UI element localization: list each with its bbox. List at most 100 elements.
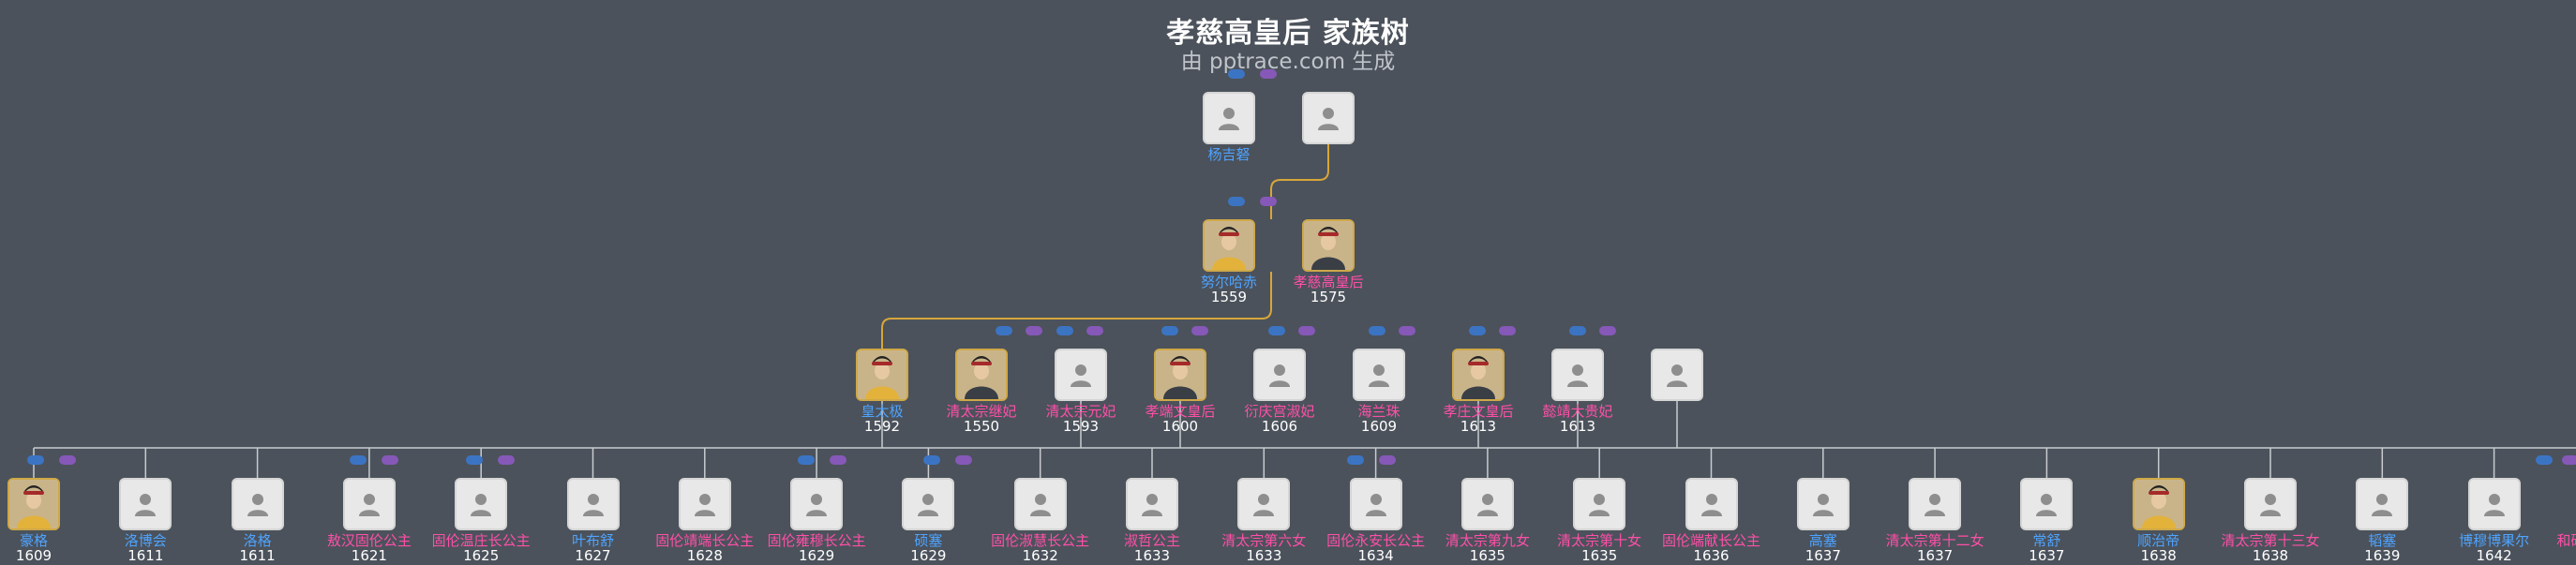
person-name[interactable]: 固伦淑慧长公主 <box>991 532 1090 549</box>
person-name[interactable]: 清太宗继妃 <box>946 403 1017 420</box>
expand-ancestors-button[interactable] <box>27 455 44 465</box>
person-name[interactable]: 清太宗元妃 <box>1045 403 1116 420</box>
expand-ancestors-button[interactable] <box>1569 326 1586 335</box>
expand-descendants-button[interactable] <box>1191 326 1208 335</box>
expand-ancestors-button[interactable] <box>798 455 815 465</box>
person-placeholder-icon[interactable] <box>1253 349 1306 401</box>
person-placeholder-icon[interactable] <box>1573 478 1626 530</box>
person-name[interactable]: 固伦永安长公主 <box>1326 532 1426 549</box>
person-name[interactable]: 洛格 <box>243 532 272 549</box>
person-placeholder-icon[interactable] <box>119 478 172 530</box>
expand-descendants-button[interactable] <box>1379 455 1396 465</box>
person-name[interactable]: 孝端文皇后 <box>1145 403 1216 420</box>
person-node-unknown_wife[interactable] <box>1623 349 1731 401</box>
expand-descendants-button[interactable] <box>382 455 398 465</box>
person-placeholder-icon[interactable] <box>1796 478 1850 530</box>
person-name[interactable]: 常舒 <box>2032 532 2061 549</box>
expand-ancestors-button[interactable] <box>1268 326 1285 335</box>
person-name[interactable]: 顺治帝 <box>2137 532 2180 549</box>
person-name[interactable]: 孝庄文皇后 <box>1443 403 1514 420</box>
expand-ancestors-button[interactable] <box>1056 326 1073 335</box>
expand-descendants-button[interactable] <box>1086 326 1103 335</box>
person-placeholder-icon[interactable] <box>1055 349 1107 401</box>
person-placeholder-icon[interactable] <box>1460 478 1514 530</box>
person-node-yangjinu[interactable]: 杨吉砮 <box>1175 92 1283 162</box>
person-name[interactable]: 硕塞 <box>914 532 943 549</box>
person-placeholder-icon[interactable] <box>1651 349 1703 401</box>
person-name[interactable]: 高塞 <box>1808 532 1837 549</box>
person-name[interactable]: 敖汉固伦公主 <box>326 532 412 549</box>
person-placeholder-icon[interactable] <box>1013 478 1067 530</box>
person-name[interactable]: 和硕恪纯长公主 <box>2556 532 2576 549</box>
expand-descendants-button[interactable] <box>1599 326 1616 335</box>
expand-descendants-button[interactable] <box>1298 326 1315 335</box>
person-name[interactable]: 清太宗第十三女 <box>2221 532 2320 549</box>
person-name[interactable]: 清太宗第十二女 <box>1885 532 1984 549</box>
person-placeholder-icon[interactable] <box>1302 92 1355 144</box>
expand-descendants-button[interactable] <box>830 455 846 465</box>
person-name[interactable]: 杨吉砮 <box>1207 146 1251 163</box>
person-name[interactable]: 固伦温庄长公主 <box>431 532 531 549</box>
portrait-photo[interactable] <box>856 349 908 401</box>
person-name[interactable]: 博穆博果尔 <box>2459 532 2530 549</box>
person-placeholder-icon[interactable] <box>1353 349 1405 401</box>
person-name[interactable]: 淑哲公主 <box>1123 532 1180 549</box>
expand-ancestors-button[interactable] <box>466 455 483 465</box>
person-placeholder-icon[interactable] <box>1551 349 1604 401</box>
person-placeholder-icon[interactable] <box>678 478 731 530</box>
expand-ancestors-button[interactable] <box>1469 326 1486 335</box>
person-name[interactable]: 皇太极 <box>861 403 904 420</box>
person-name[interactable]: 清太宗第六女 <box>1221 532 1307 549</box>
expand-descendants-button[interactable] <box>498 455 515 465</box>
person-name[interactable]: 叶布舒 <box>571 532 614 549</box>
expand-ancestors-button[interactable] <box>1228 197 1245 206</box>
expand-ancestors-button[interactable] <box>350 455 367 465</box>
person-name[interactable]: 韬塞 <box>2368 532 2397 549</box>
expand-descendants-button[interactable] <box>955 455 972 465</box>
person-placeholder-icon[interactable] <box>1349 478 1402 530</box>
person-name[interactable]: 固伦靖端长公主 <box>655 532 755 549</box>
person-placeholder-icon[interactable] <box>790 478 844 530</box>
expand-ancestors-button[interactable] <box>996 326 1012 335</box>
person-name[interactable]: 懿靖大贵妃 <box>1542 403 1613 420</box>
expand-descendants-button[interactable] <box>2562 455 2576 465</box>
person-name[interactable]: 衍庆宫淑妃 <box>1244 403 1315 420</box>
person-node-heshuo[interactable]: 和硕恪纯长公主1642 <box>2552 478 2576 563</box>
person-name[interactable]: 固伦端献长公主 <box>1661 532 1760 549</box>
portrait-photo[interactable] <box>1452 349 1505 401</box>
expand-descendants-button[interactable] <box>1260 69 1277 79</box>
person-name[interactable]: 海兰珠 <box>1357 403 1400 420</box>
portrait-photo[interactable] <box>1302 219 1355 272</box>
person-placeholder-icon[interactable] <box>455 478 508 530</box>
portrait-photo[interactable] <box>1154 349 1206 401</box>
expand-descendants-button[interactable] <box>1399 326 1415 335</box>
person-placeholder-icon[interactable] <box>566 478 620 530</box>
expand-descendants-button[interactable] <box>1499 326 1516 335</box>
expand-ancestors-button[interactable] <box>1369 326 1385 335</box>
person-placeholder-icon[interactable] <box>1909 478 1962 530</box>
expand-ancestors-button[interactable] <box>1347 455 1364 465</box>
expand-ancestors-button[interactable] <box>923 455 940 465</box>
